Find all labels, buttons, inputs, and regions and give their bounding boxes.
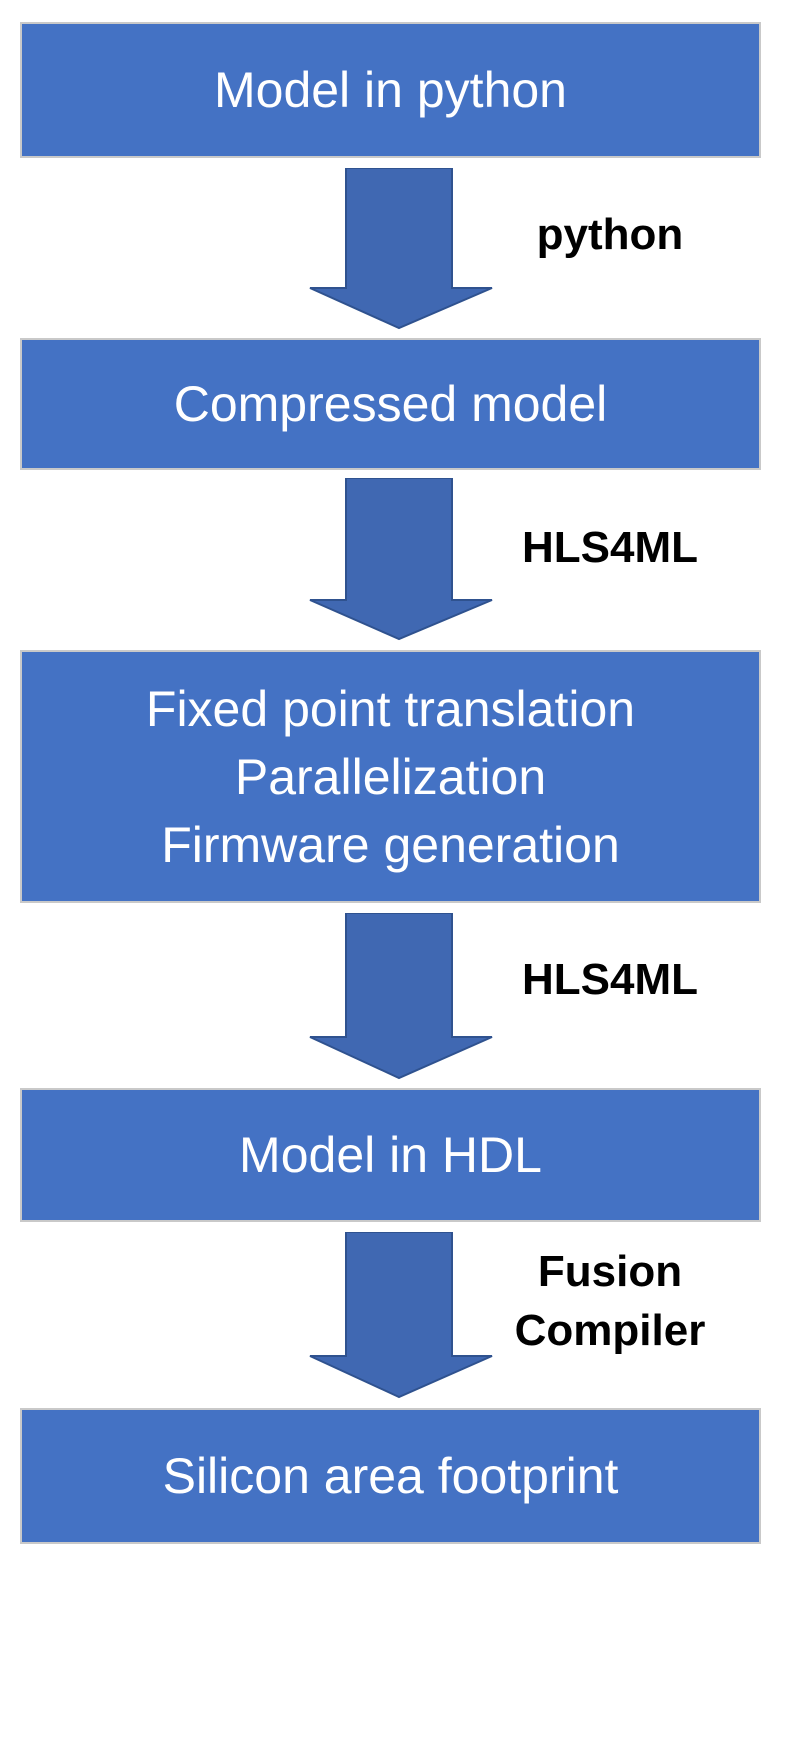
step-text-line-3: Firmware generation — [161, 816, 620, 873]
down-arrow-icon — [309, 1232, 493, 1399]
down-arrow-shape — [309, 168, 493, 330]
transition-label-hls4ml-1: HLS4ML — [522, 523, 698, 572]
down-arrow-shape — [309, 478, 493, 641]
step-text: Silicon area footprint — [162, 1448, 619, 1504]
down-arrow-icon — [309, 168, 493, 330]
transition-label-fusion-compiler: Fusion Compiler — [514, 1247, 706, 1356]
down-arrow-icon — [309, 478, 493, 641]
step-box-model-in-python: Model in python — [20, 22, 761, 158]
transition-label-hls4ml-2: HLS4ML — [522, 955, 698, 1004]
down-arrow-icon — [309, 913, 493, 1080]
step-box-compressed-model: Compressed model — [20, 338, 761, 470]
step-text: Compressed model — [173, 376, 608, 432]
step-text-line-2: Parallelization — [234, 748, 547, 805]
down-arrow-shape — [309, 1232, 493, 1399]
down-arrow-shape — [309, 913, 493, 1080]
step-text: Model in python — [213, 62, 567, 118]
step-box-silicon-area-footprint: Silicon area footprint — [20, 1408, 761, 1544]
step-text-line-1: Fixed point translation — [145, 680, 636, 737]
step-text: Model in HDL — [239, 1127, 542, 1183]
transition-label-python: python — [536, 210, 684, 259]
step-box-model-in-hdl: Model in HDL — [20, 1088, 761, 1222]
step-box-firmware-steps: Fixed point translation Parallelization … — [20, 650, 761, 903]
